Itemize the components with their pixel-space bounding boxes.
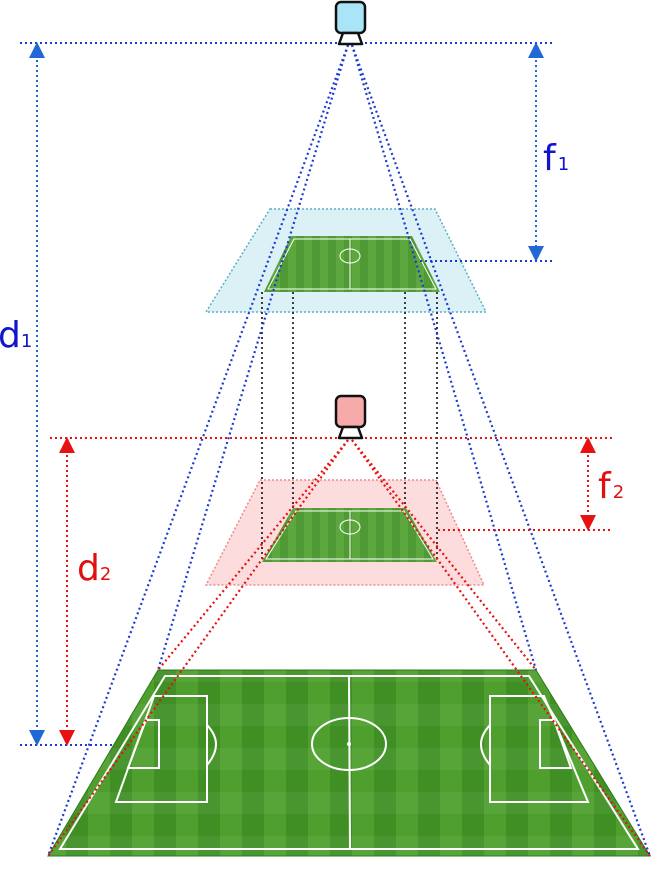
label-d2-sub: 2 (100, 564, 111, 585)
reference-lines (20, 42, 612, 746)
ground-pitch (47, 669, 651, 857)
label-d1-sub: 1 (21, 331, 32, 352)
camera-2-icon (334, 394, 367, 440)
label-d2: d2 (77, 548, 111, 589)
label-d2-base: d (77, 548, 100, 589)
label-f1-base: f (543, 138, 557, 179)
label-f2-sub: 2 (613, 482, 624, 503)
label-f1-sub: 1 (558, 154, 569, 175)
camera-1-frustum (46, 44, 652, 857)
projection-lines (261, 292, 438, 562)
image-plane-1 (204, 208, 488, 313)
label-d1-base: d (0, 315, 21, 356)
image-plane-2 (204, 479, 486, 586)
label-f2-base: f (598, 466, 612, 507)
camera-1-icon (334, 0, 367, 46)
label-d1: d1 (0, 315, 32, 356)
camera-2-frustum (47, 439, 651, 857)
